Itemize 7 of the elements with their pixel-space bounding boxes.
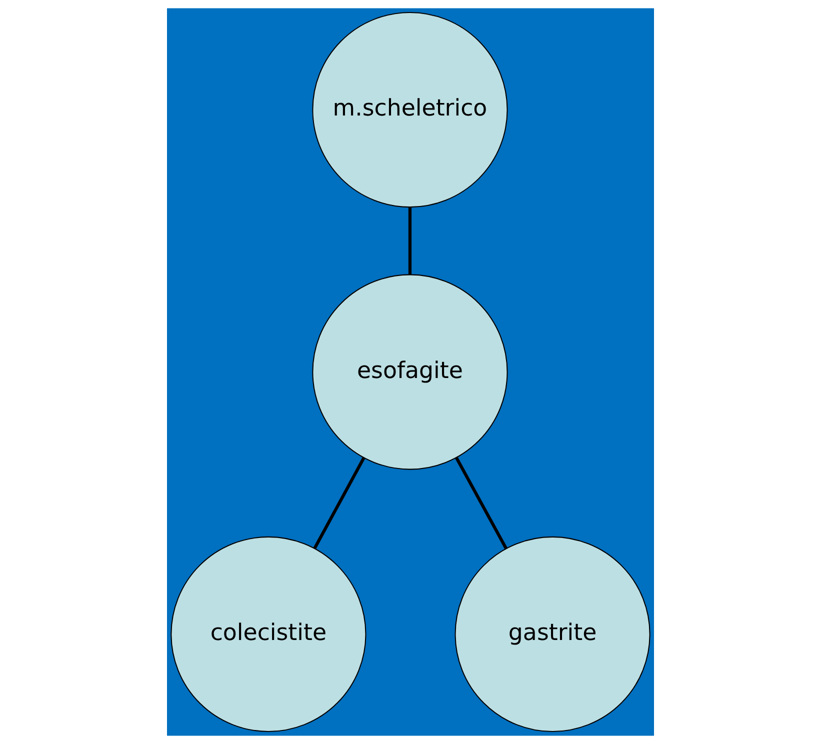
node-circle: colecistite <box>170 536 366 732</box>
node-circle: m.scheletrico <box>312 12 508 208</box>
node-circle: esofagite <box>312 274 508 470</box>
connector <box>408 207 412 275</box>
connector <box>455 457 508 550</box>
connector <box>313 457 366 550</box>
node-circle: gastrite <box>454 536 650 732</box>
